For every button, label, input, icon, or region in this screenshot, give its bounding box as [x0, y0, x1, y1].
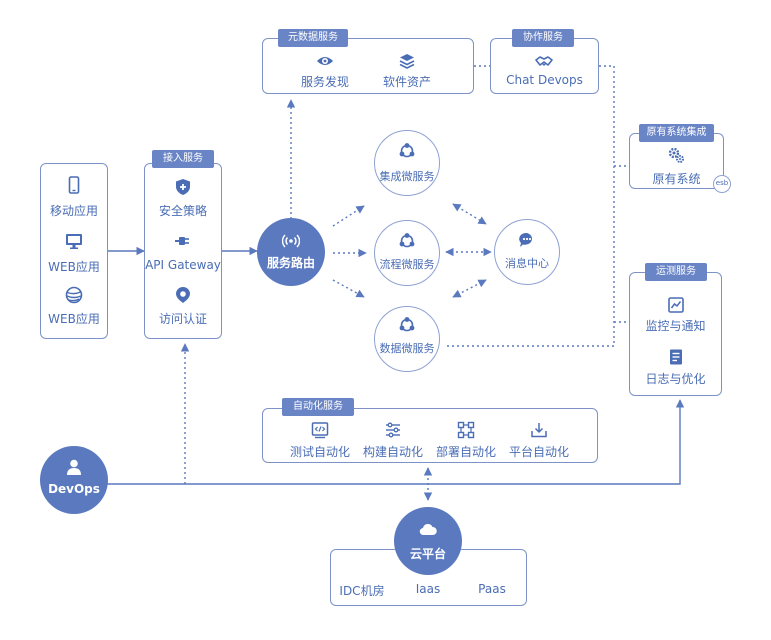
service-router-label: 服务路由 [266, 256, 315, 270]
eye-icon [317, 57, 333, 65]
legacy-system-label: 原有系统 [652, 172, 701, 186]
monitor-icon [66, 234, 82, 249]
access-item-label: 安全策略 [158, 204, 207, 218]
legacy-systems-title: 原有系统集成 [639, 124, 714, 142]
access-item-label: 访问认证 [158, 312, 207, 326]
download-icon [531, 423, 547, 438]
collab-service-box [490, 38, 599, 94]
cloud-platform-label: 云平台 [409, 547, 446, 561]
automation-service-title: 自动化服务 [282, 398, 354, 416]
ops-service-box [629, 272, 722, 396]
access-service-title: 接入服务 [152, 150, 214, 168]
microservice-label: 集成微服务 [379, 170, 435, 183]
cloud-item-label: Paas [478, 582, 506, 596]
location-pin-icon [176, 287, 190, 303]
devops-node [40, 446, 108, 514]
metadata-item-label: 服务发现 [300, 75, 349, 89]
sliders-icon [386, 422, 400, 438]
esb-badge-label: esb [715, 179, 729, 187]
share-nodes-icon [399, 233, 415, 248]
message-center-node [494, 219, 560, 285]
document-list-icon [670, 349, 682, 365]
cloud-item-label: IDC机房 [339, 584, 385, 598]
gears-icon [668, 147, 684, 163]
mobile-phone-icon [68, 176, 80, 194]
esb-badge [713, 175, 731, 193]
ops-item-label: 日志与优化 [645, 372, 706, 386]
microservice-label: 数据微服务 [379, 342, 435, 355]
service-router-node [257, 218, 325, 286]
integration-microservice-node [374, 130, 440, 196]
automation-item-label: 构建自动化 [362, 445, 423, 459]
globe-icon [65, 286, 83, 304]
access-item-label: API Gateway [145, 258, 221, 272]
share-nodes-icon [399, 317, 415, 332]
user-icon [67, 459, 81, 475]
nodes-icon [457, 421, 475, 439]
cloud-item-label: Iaas [415, 582, 441, 596]
message-center-label: 消息中心 [505, 257, 549, 270]
code-window-icon [311, 422, 329, 439]
client-app-label: WEB应用 [48, 260, 100, 274]
chart-monitor-icon [668, 297, 684, 313]
client-app-label: WEB应用 [48, 312, 100, 326]
layers-icon [399, 54, 415, 69]
cloud-platform-node [394, 507, 462, 575]
ops-item-label: 监控与通知 [645, 319, 706, 333]
plug-icon [175, 237, 189, 245]
devops-label: DevOps [48, 482, 100, 496]
metadata-item-label: 软件资产 [382, 75, 431, 89]
share-nodes-icon [399, 143, 415, 158]
client-app-label: 移动应用 [49, 204, 98, 218]
collab-label: Chat Devops [506, 73, 583, 87]
ops-service-title: 运测服务 [645, 263, 707, 281]
cloud-icon [419, 523, 437, 536]
handshake-icon [535, 56, 553, 66]
shield-icon [176, 179, 190, 195]
metadata-service-box [262, 38, 474, 94]
microservice-label: 流程微服务 [379, 258, 435, 271]
automation-item-label: 部署自动化 [435, 445, 496, 459]
process-microservice-node [374, 220, 440, 286]
automation-item-label: 测试自动化 [289, 445, 350, 459]
collab-service-title: 协作服务 [512, 29, 574, 47]
legacy-systems-box [629, 133, 724, 189]
chat-bubble-icon [519, 232, 533, 247]
data-microservice-node [374, 306, 440, 372]
signal-icon [282, 234, 300, 248]
metadata-service-title: 元数据服务 [278, 29, 348, 47]
automation-item-label: 平台自动化 [508, 445, 569, 459]
